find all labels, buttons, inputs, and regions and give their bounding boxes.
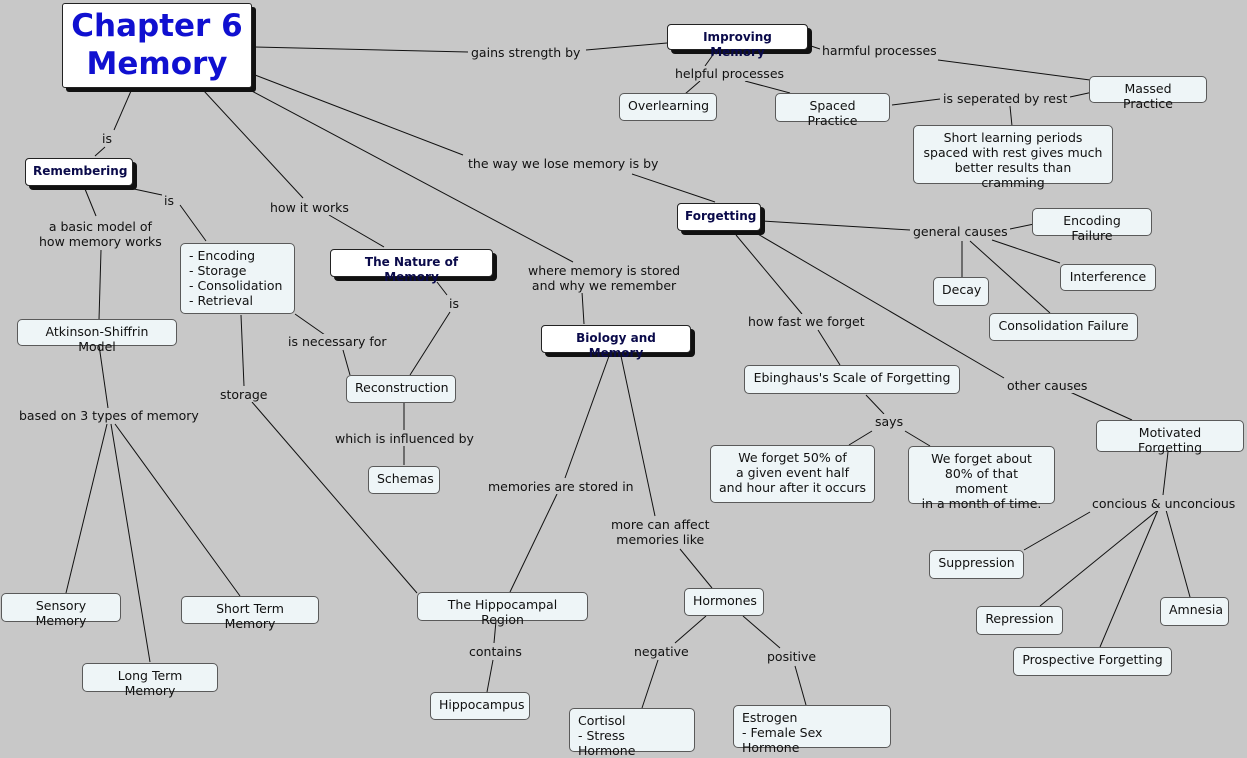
node-reconstruction[interactable]: Reconstruction [346,375,456,403]
label-negative: negative [632,644,691,659]
label-necessary-for: is necessary for [286,334,389,349]
label-is: is [100,131,114,146]
node-spaced-practice[interactable]: Spaced Practice [775,93,890,128]
node-biology-and-memory[interactable]: Biology and Memory [541,325,691,360]
node-hormones[interactable]: Hormones [684,588,764,616]
label-storage: storage [218,387,270,402]
label-gains-strength: gains strength by [469,45,583,60]
label-contains: contains [467,644,524,659]
label-stored-in: memories are stored in [486,479,636,494]
label-influenced-by: which is influenced by [333,431,476,446]
node-ebbinghaus-scale[interactable]: Ebinghaus's Scale of Forgetting [744,365,960,394]
node-massed-practice[interactable]: Massed Practice [1089,76,1207,111]
label-harmful-processes: harmful processes [820,43,939,58]
node-hippocampus[interactable]: Hippocampus [430,692,530,720]
node-amnesia[interactable]: Amnesia [1160,597,1229,626]
node-forget-50[interactable]: We forget 50% of a given event half and … [710,445,875,503]
node-forget-80[interactable]: We forget about 80% of that moment in a … [908,446,1055,511]
label-is: is [447,296,461,311]
node-short-learning-periods[interactable]: Short learning periods spaced with rest … [913,125,1113,190]
label-how-fast: how fast we forget [746,314,867,329]
label-helpful-processes: helpful processes [673,66,787,81]
node-repression[interactable]: Repression [976,606,1063,635]
label-positive: positive [765,649,819,664]
label-is: is [162,193,176,208]
node-memory-stages[interactable]: - Encoding - Storage - Consolidation - R… [180,243,295,314]
chapter-title[interactable]: Chapter 6 Memory [62,3,252,88]
label-lose-memory: the way we lose memory is by [466,156,661,171]
label-general-causes: general causes [911,224,1010,239]
label-basic-model: a basic model of how memory works [37,219,164,249]
label-other-causes: other causes [1005,378,1090,393]
label-separated-by-rest: is seperated by rest [941,91,1070,106]
node-long-term-memory[interactable]: Long Term Memory [82,663,218,698]
node-sensory-memory[interactable]: Sensory Memory [1,593,121,628]
node-encoding-failure[interactable]: Encoding Failure [1032,208,1152,243]
label-how-it-works: how it works [268,200,351,215]
label-more-can-affect: more can affect memories like [609,517,712,547]
node-remembering[interactable]: Remembering [25,158,133,186]
node-schemas[interactable]: Schemas [368,466,440,494]
label-where-stored: where memory is stored and why we rememb… [526,263,683,293]
node-short-term-memory[interactable]: Short Term Memory [181,596,319,631]
label-based-on-3-types: based on 3 types of memory [17,408,201,423]
node-prospective-forgetting[interactable]: Prospective Forgetting [1013,647,1172,676]
node-atkinson-shiffrin[interactable]: Atkinson-Shiffrin Model [17,319,177,354]
node-motivated-forgetting[interactable]: Motivated Forgetting [1096,420,1244,455]
node-decay[interactable]: Decay [933,277,989,306]
node-consolidation-failure[interactable]: Consolidation Failure [989,313,1138,341]
label-says: says [873,414,906,429]
node-forgetting[interactable]: Forgetting [677,203,761,231]
node-improving-memory[interactable]: Improving Memory [667,24,808,59]
label-concious-unconcious: concious & unconcious [1090,496,1238,511]
node-interference[interactable]: Interference [1060,264,1156,291]
node-hippocampal-region[interactable]: The Hippocampal Region [417,592,588,627]
node-cortisol[interactable]: Cortisol - Stress Hormone [569,708,695,758]
node-suppression[interactable]: Suppression [929,550,1024,579]
node-nature-of-memory[interactable]: The Nature of Memory [330,249,493,284]
node-overlearning[interactable]: Overlearning [619,93,717,121]
node-estrogen[interactable]: Estrogen - Female Sex Hormone [733,705,891,755]
